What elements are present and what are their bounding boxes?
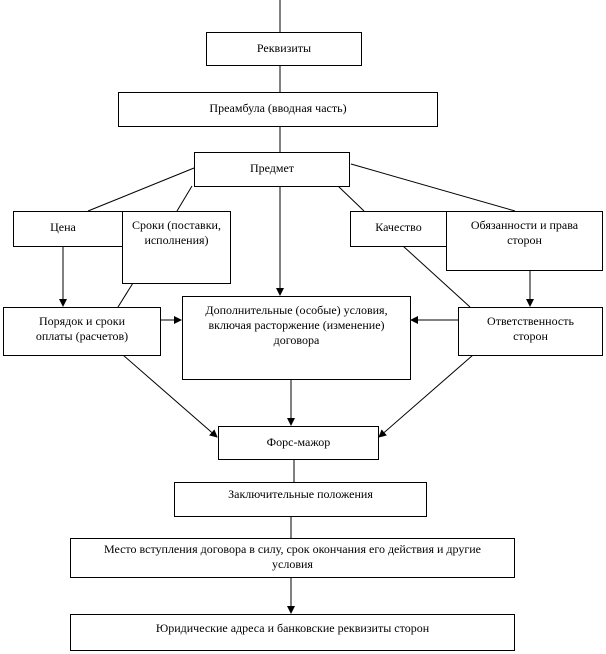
connector [402,245,471,308]
node-additional: Дополнительные (особые) условия, включая… [182,296,411,380]
connector [337,185,365,212]
connector [350,163,516,212]
connector [176,185,193,212]
connector [87,167,195,212]
node-payment: Порядок и сроки оплаты (расчетов) [3,307,161,356]
node-subject: Предмет [194,152,350,187]
node-requisites: Реквизиты [206,32,362,66]
node-terms: Сроки (поставки, исполнения) [122,211,231,284]
node-liability: Ответственность сторон [458,307,603,356]
node-final: Заключительные положения [174,482,427,517]
connector [117,282,134,308]
node-quality: Качество [350,211,447,247]
arrow [122,354,218,438]
node-duties: Обязанности и права сторон [446,211,603,271]
node-preamble: Преамбула (вводная часть) [118,92,438,127]
node-legal: Юридические адреса и банковские реквизит… [70,614,515,651]
node-price: Цена [13,211,123,247]
node-force-majeure: Форс-мажор [218,426,379,460]
arrow [378,354,474,438]
node-place: Место вступления договора в силу, срок о… [70,538,515,578]
